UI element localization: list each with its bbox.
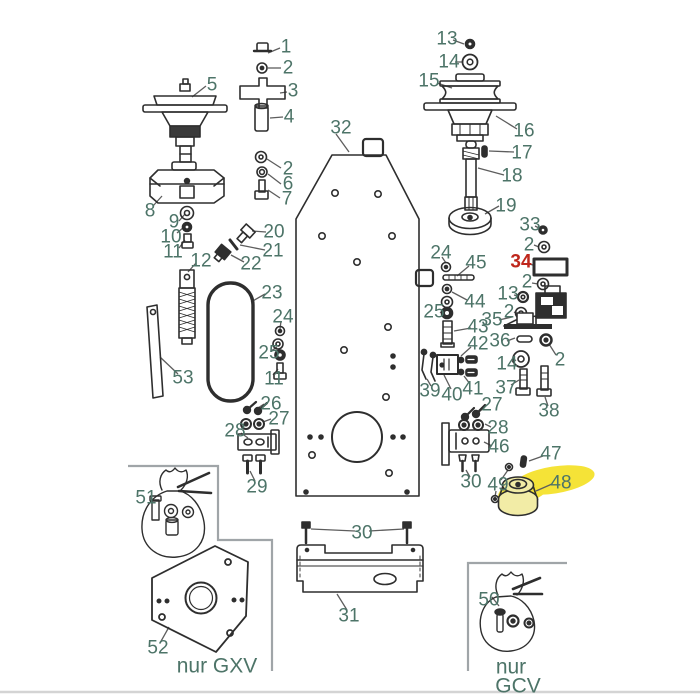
part-39-hook-pins [420, 348, 437, 382]
part-20-bolt [236, 223, 256, 244]
part-32-deck-plate [295, 137, 435, 497]
part-46-bracket [441, 422, 490, 466]
part-28-bracket-left [237, 429, 280, 455]
part-2-washer-r1 [537, 240, 551, 254]
part-51-parts-bag [141, 467, 213, 558]
region-boundaries [128, 464, 567, 671]
part-29-bolts [242, 454, 266, 475]
part-18-shaft [462, 140, 480, 211]
part-2-washer-r4 [539, 333, 553, 347]
part-24-washer-mid [440, 261, 452, 273]
part-17-key [481, 145, 488, 158]
part-2-washer-mid [254, 150, 268, 164]
part-7-bolt [254, 179, 269, 200]
part-23-belt [206, 281, 255, 403]
part-9-washer [179, 205, 195, 221]
leader-lines [152, 39, 557, 644]
part-34-plate [532, 257, 569, 277]
part-13-nut-top [464, 38, 476, 50]
part-6-washer [256, 166, 268, 178]
part-25-washer-mid [440, 306, 454, 320]
part-40-bracket [436, 354, 459, 375]
part-12-spring [178, 269, 196, 345]
part-16-flanged-pulley [423, 102, 517, 142]
part-27-washers-left [240, 418, 265, 430]
part-27-screws-right [460, 403, 487, 422]
part-10-nut [181, 221, 193, 233]
part-38-bolt [536, 365, 552, 397]
part-30-bolts-bottom [301, 521, 412, 545]
part-31-bracket [296, 544, 424, 593]
part-14-washer-top [461, 53, 479, 71]
part-53-bar [146, 304, 164, 399]
part-14-washer-r [512, 350, 530, 368]
part-48-idler-pulley [497, 476, 539, 517]
part-50-parts-bag [479, 571, 544, 652]
part-37-bolt [515, 368, 531, 396]
part-2-washer-r2 [536, 277, 550, 291]
part-30-bolts-right [458, 454, 480, 473]
part-5-spindle-pulley [142, 78, 228, 163]
part-15-pulley [439, 73, 501, 104]
part-33-nut [538, 225, 548, 235]
part-19-pulley-disc [448, 206, 492, 236]
part-44-washers [440, 283, 454, 309]
part-28-washers-right [458, 419, 484, 431]
part-11-bolt-left [181, 233, 194, 249]
part-45-rod [442, 274, 475, 281]
part-41-fasteners [457, 355, 478, 377]
part-36-spacer [516, 335, 533, 343]
part-8-housing [149, 161, 225, 204]
part-21-pin [228, 238, 239, 251]
part-35-bracket-assembly [503, 285, 567, 329]
part-24-washer-left [274, 325, 286, 337]
part-11-bolt-belt [273, 362, 287, 380]
part-25-washers-left [272, 338, 286, 361]
part-4-bushing [254, 102, 269, 132]
part-2-washer-top [256, 62, 268, 74]
part-13-nut-r [516, 290, 530, 304]
part-52-gxv-plate [151, 545, 249, 653]
part-26-screws-left [242, 400, 269, 416]
part-47-pin [519, 455, 528, 468]
part-43-spacer-tube [440, 320, 455, 348]
part-22-bolt [213, 243, 232, 263]
part-1-bolt [252, 42, 273, 53]
